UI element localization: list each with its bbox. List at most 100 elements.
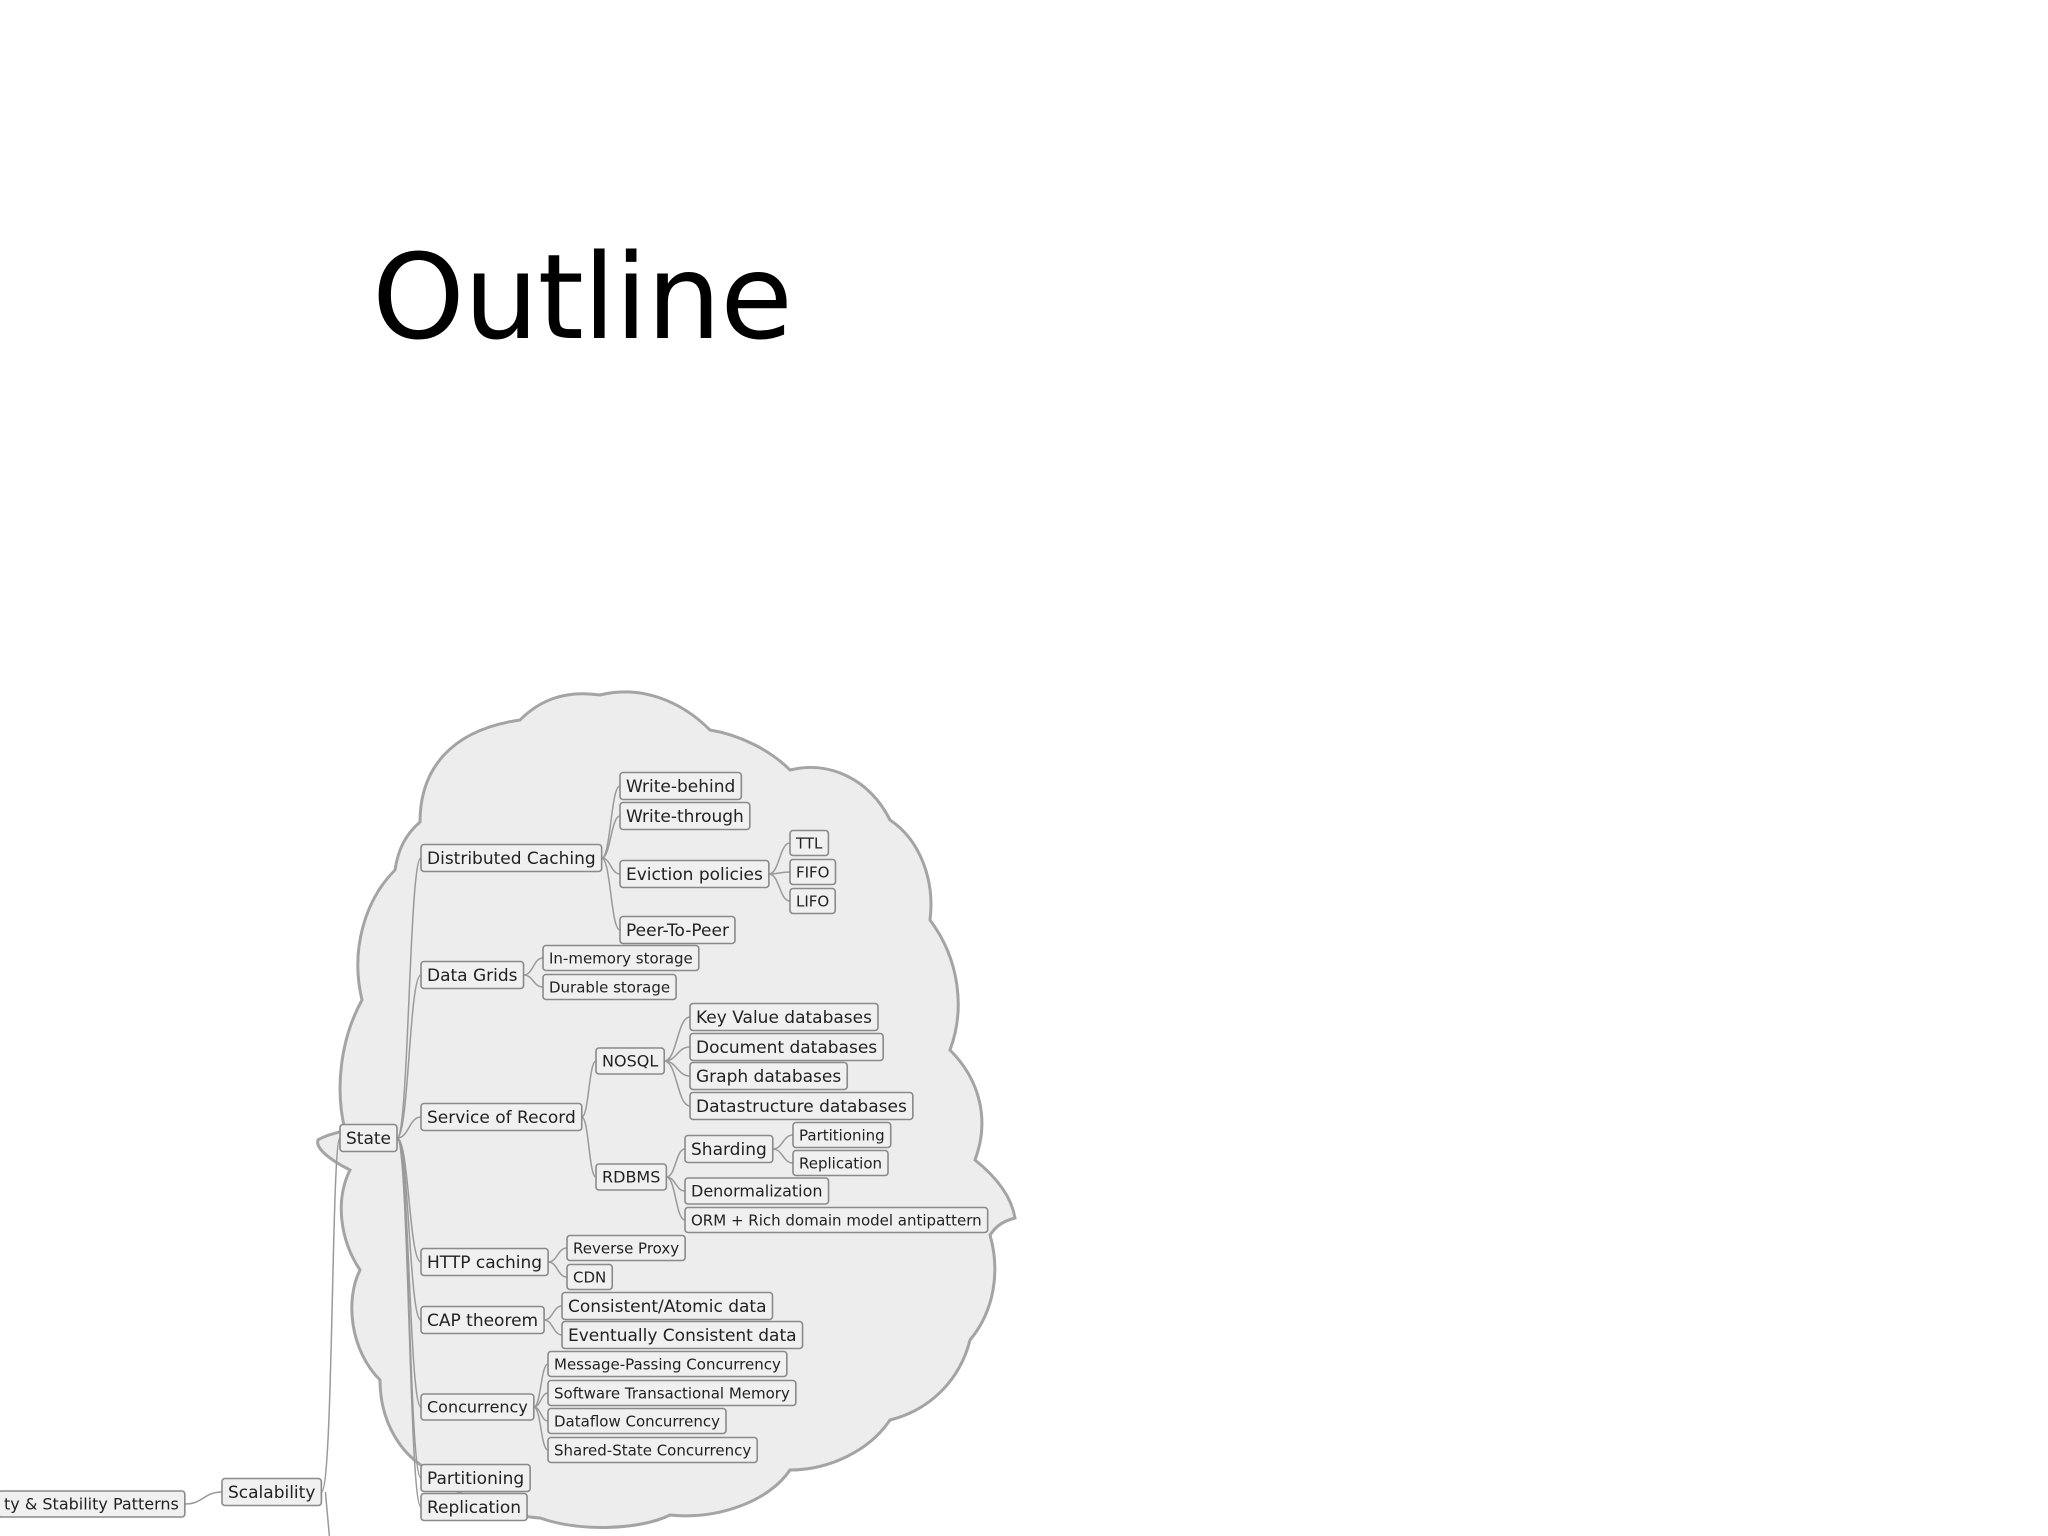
mindmap-edge	[396, 974, 422, 1139]
mindmap-edge	[523, 957, 544, 976]
node-doc-label: Document databases	[696, 1038, 877, 1058]
mindmap-edge	[533, 1406, 549, 1451]
node-part: Partitioning	[420, 1463, 531, 1493]
mindmap-edge	[547, 1261, 568, 1278]
node-ev: Eviction policies	[619, 859, 770, 889]
node-p2p: Peer-To-Peer	[619, 915, 736, 945]
node-wb: Write-behind	[619, 771, 743, 801]
node-repl-label: Replication	[427, 1498, 521, 1518]
node-http-label: HTTP caching	[427, 1253, 542, 1273]
node-dsdb-label: Datastructure databases	[696, 1097, 907, 1117]
node-orm: ORM + Rich domain model antipattern	[684, 1206, 989, 1234]
node-ssc: Shared-State Concurrency	[547, 1436, 759, 1464]
mindmap-edge	[666, 1176, 686, 1221]
node-ecd-label: Eventually Consistent data	[568, 1326, 797, 1346]
node-shard: Sharding	[684, 1134, 774, 1164]
node-dfc-label: Dataflow Concurrency	[554, 1413, 720, 1431]
node-cad-label: Consistent/Atomic data	[568, 1297, 767, 1317]
node-kv-label: Key Value databases	[696, 1008, 872, 1028]
mindmap-edge	[396, 1116, 422, 1139]
node-cap-label: CAP theorem	[427, 1311, 538, 1331]
node-dc-label: Distributed Caching	[427, 849, 596, 869]
node-rdbms-label: RDBMS	[602, 1168, 660, 1187]
mindmap-edge	[601, 815, 621, 859]
node-ev-label: Eviction policies	[626, 865, 763, 885]
mindmap-edge	[581, 1060, 597, 1118]
node-dg-label: Data Grids	[427, 966, 518, 986]
node-part2-label: Partitioning	[799, 1127, 885, 1145]
node-root-label: ty & Stability Patterns	[4, 1495, 179, 1514]
node-wt: Write-through	[619, 801, 751, 831]
node-ds-label: Durable storage	[549, 979, 670, 997]
mindmap-edge	[533, 1363, 549, 1408]
node-denorm-label: Denormalization	[691, 1182, 823, 1201]
node-ims-label: In-memory storage	[549, 950, 693, 968]
mindmap-edge	[663, 1016, 691, 1062]
mindmap-edge	[396, 857, 422, 1139]
node-rp: Reverse Proxy	[566, 1234, 686, 1262]
node-fifo: FIFO	[789, 858, 837, 886]
mindmap-edge	[772, 1148, 794, 1164]
node-sor: Service of Record	[420, 1102, 583, 1132]
node-state: State	[339, 1123, 398, 1153]
mindmap-edge	[581, 1116, 597, 1178]
node-mpc: Message-Passing Concurrency	[547, 1350, 788, 1378]
mindmap-edge	[663, 1060, 691, 1107]
node-lifo-label: LIFO	[796, 893, 829, 911]
node-doc: Document databases	[689, 1032, 884, 1062]
node-http: HTTP caching	[420, 1247, 549, 1277]
node-stm: Software Transactional Memory	[547, 1379, 797, 1407]
mindmap-edge	[600, 857, 621, 931]
mindmap-edge	[768, 842, 791, 875]
node-stm-label: Software Transactional Memory	[554, 1385, 790, 1403]
node-kv: Key Value databases	[689, 1002, 879, 1032]
node-lifo: LIFO	[789, 887, 837, 915]
mindmap-edge	[324, 1491, 331, 1536]
node-nosql-label: NOSQL	[602, 1052, 658, 1071]
node-cad: Consistent/Atomic data	[561, 1291, 774, 1321]
node-root: ty & Stability Patterns	[0, 1490, 186, 1518]
mindmap-edge	[396, 1137, 422, 1508]
node-dc: Distributed Caching	[420, 843, 603, 873]
node-cdn: CDN	[566, 1263, 614, 1291]
node-conc: Concurrency	[420, 1393, 535, 1421]
node-repl2-label: Replication	[799, 1155, 882, 1173]
mindmap-edge	[768, 873, 791, 902]
node-rdbms: RDBMS	[595, 1163, 668, 1191]
mindmap-edge	[320, 1137, 341, 1493]
node-graph: Graph databases	[689, 1061, 849, 1091]
node-ttl-label: TTL	[795, 835, 823, 853]
mindmap-edge	[523, 974, 544, 988]
node-dg: Data Grids	[420, 960, 525, 990]
node-state-label: State	[346, 1129, 391, 1149]
node-mpc-label: Message-Passing Concurrency	[554, 1356, 781, 1374]
node-wb-label: Write-behind	[626, 777, 735, 797]
node-dsdb: Datastructure databases	[689, 1091, 914, 1121]
node-cdn-label: CDN	[573, 1269, 606, 1287]
node-orm-label: ORM + Rich domain model antipattern	[691, 1212, 982, 1230]
node-ecd: Eventually Consistent data	[561, 1320, 804, 1350]
node-graph-label: Graph databases	[696, 1067, 841, 1087]
mindmap-edge	[543, 1319, 563, 1336]
node-part2: Partitioning	[792, 1121, 892, 1149]
node-shard-label: Sharding	[691, 1140, 767, 1160]
node-part-label: Partitioning	[427, 1469, 524, 1489]
node-ssc-label: Shared-State Concurrency	[554, 1442, 751, 1460]
node-dfc: Dataflow Concurrency	[547, 1407, 727, 1435]
node-scalability: Scalability	[221, 1477, 323, 1507]
node-scalability-label: Scalability	[228, 1483, 315, 1503]
node-conc-label: Concurrency	[427, 1398, 528, 1417]
node-ttl: TTL	[789, 829, 830, 857]
mindmap-edge	[184, 1491, 223, 1505]
mindmap-edge	[666, 1148, 686, 1178]
node-repl: Replication	[420, 1492, 528, 1522]
node-ds: Durable storage	[542, 973, 677, 1001]
slide-title: Outline	[372, 228, 793, 366]
node-repl2: Replication	[792, 1149, 889, 1177]
node-denorm: Denormalization	[684, 1177, 830, 1205]
node-cap: CAP theorem	[420, 1305, 545, 1335]
node-sor-label: Service of Record	[427, 1108, 576, 1128]
node-fifo-label: FIFO	[796, 864, 830, 882]
node-nosql: NOSQL	[595, 1047, 666, 1075]
